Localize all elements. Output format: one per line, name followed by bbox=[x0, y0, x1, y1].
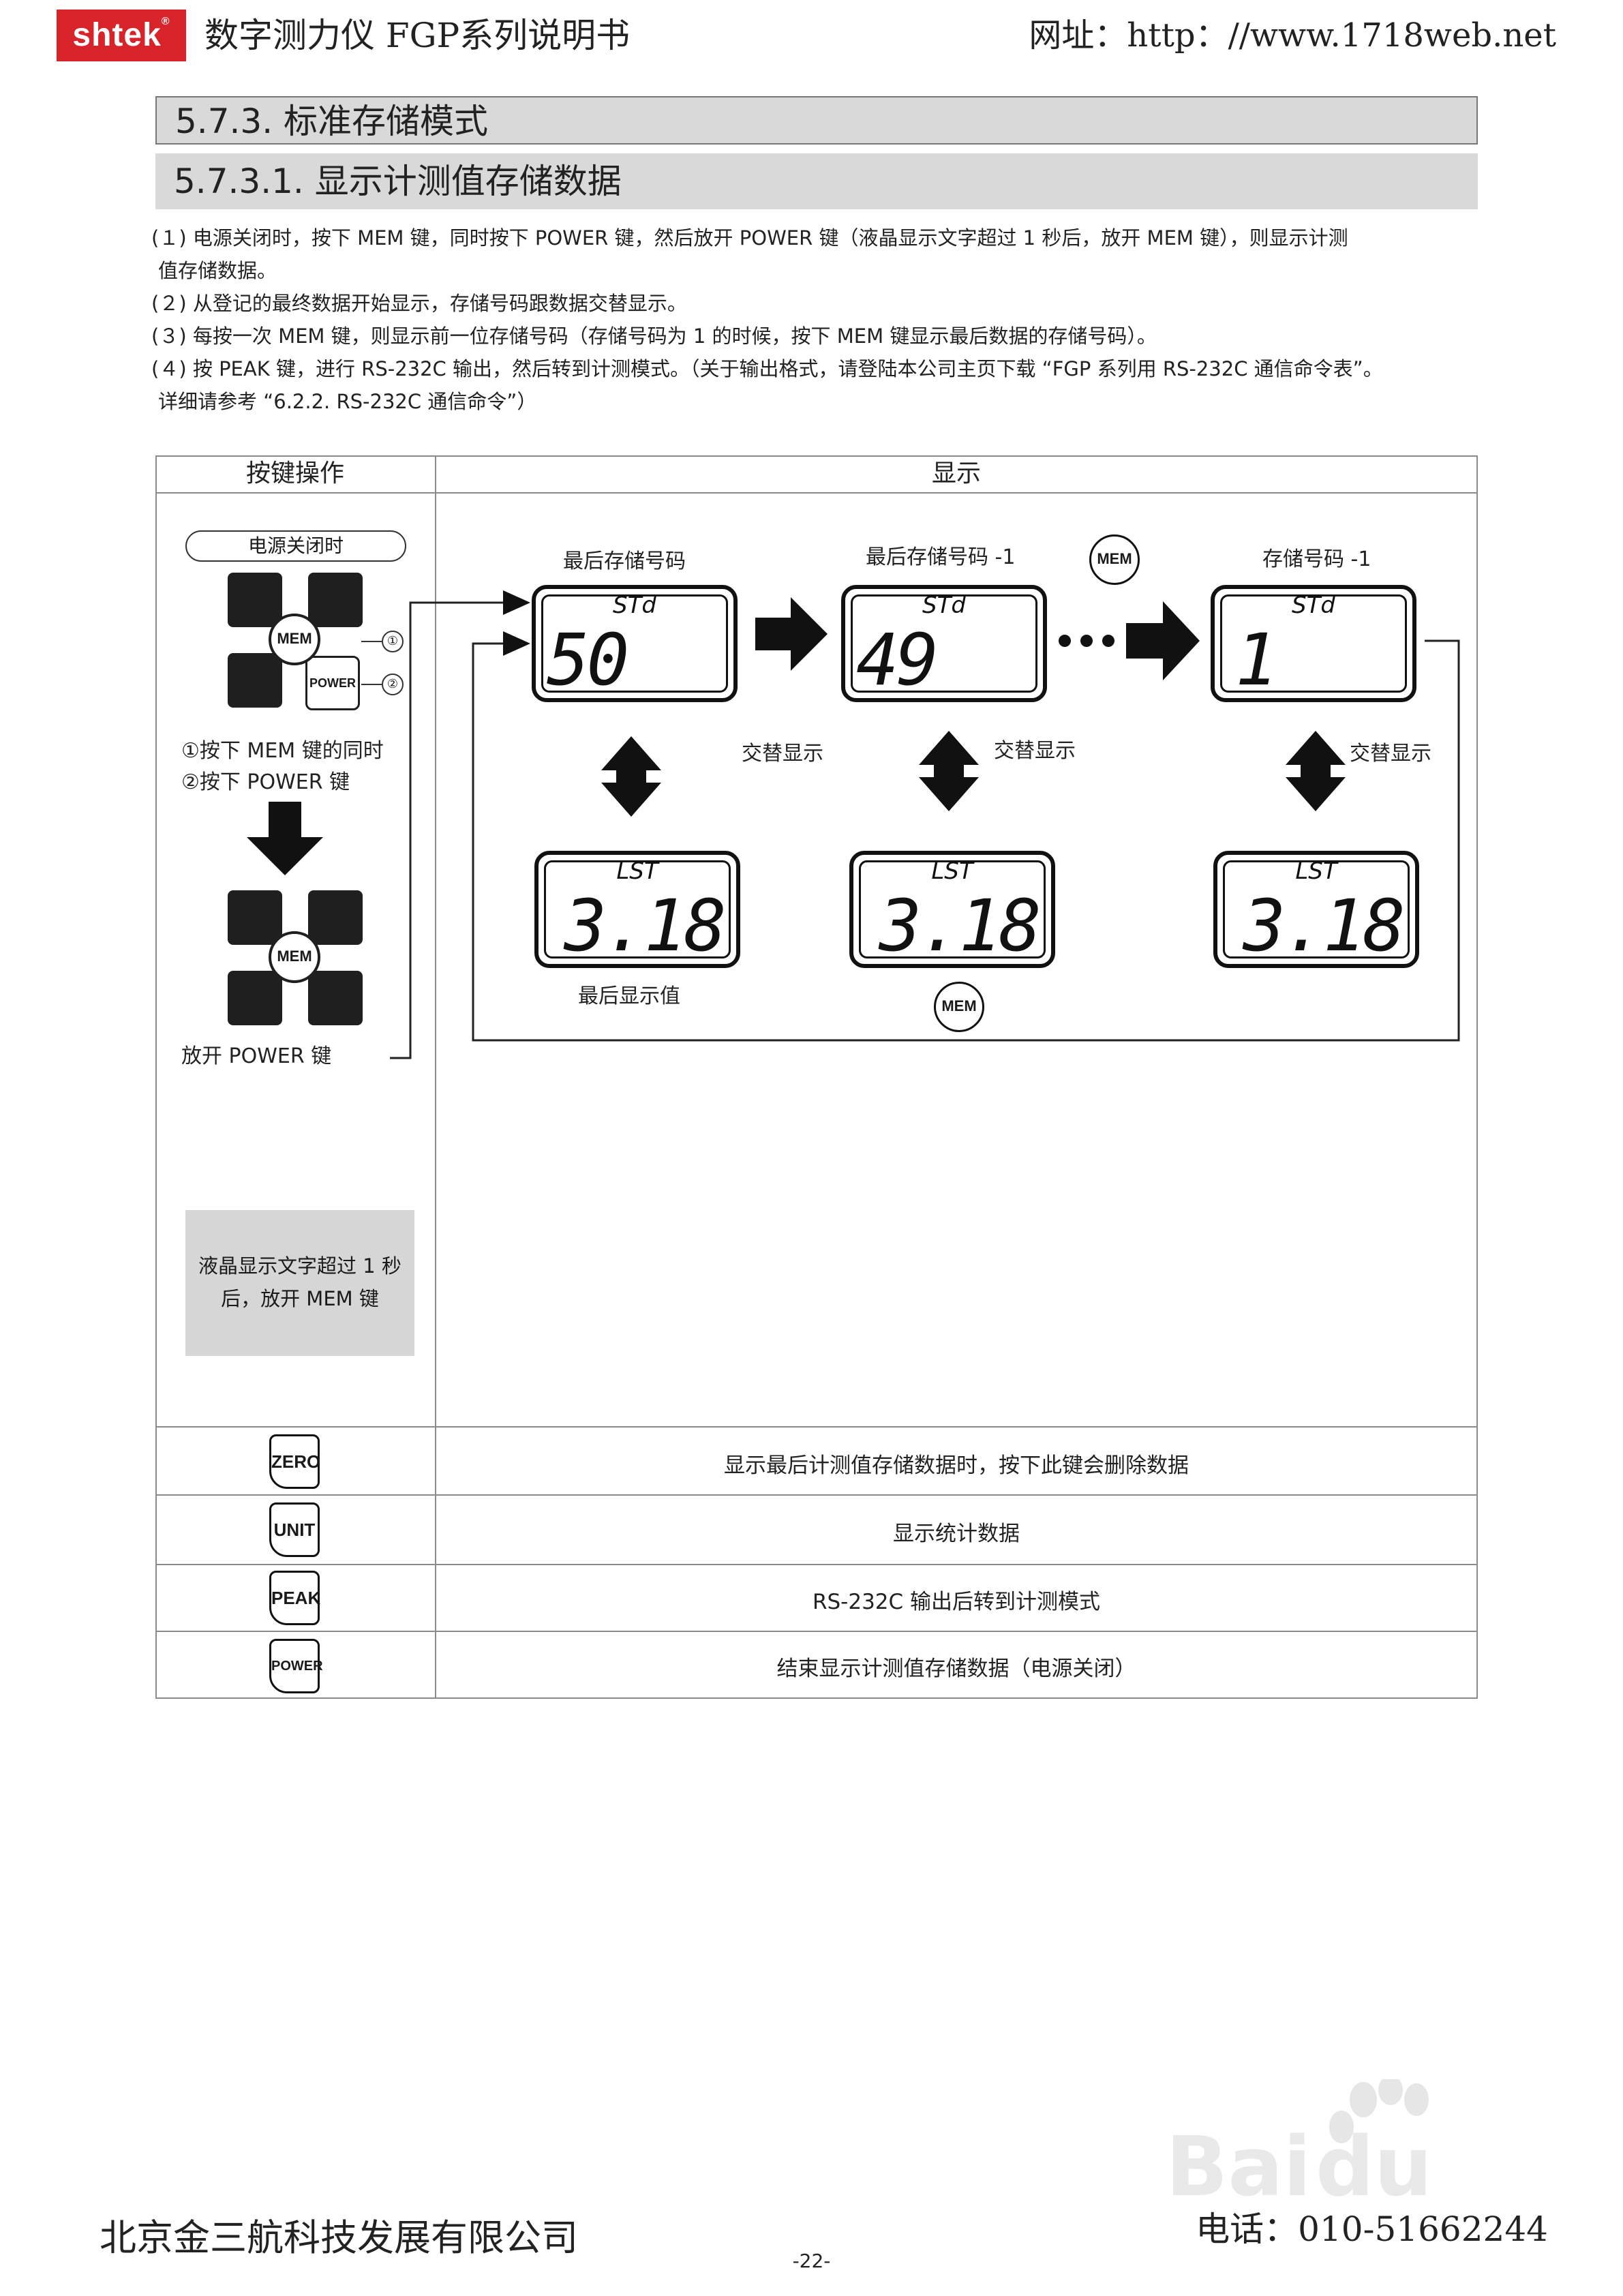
caption-last-storage-number: 最后存储号码 bbox=[563, 544, 686, 574]
hold-mem-note-line1: 液晶显示文字超过 1 秒 bbox=[185, 1250, 414, 1282]
lcd-display-last-value: LST 3.18 bbox=[1213, 851, 1419, 968]
peak-key-icon: PEAK bbox=[269, 1571, 320, 1625]
lcd-label: STd bbox=[845, 592, 1043, 619]
caption-last-storage-number-minus-1: 最后存储号码 -1 bbox=[866, 540, 1015, 570]
table-row-divider bbox=[155, 1564, 1478, 1565]
caption-last-display-value: 最后显示值 bbox=[578, 979, 680, 1009]
lcd-value: 49 bbox=[856, 622, 936, 698]
hold-mem-note: 液晶显示文字超过 1 秒 后，放开 MEM 键 bbox=[185, 1210, 414, 1356]
svg-text:Bai: Bai bbox=[1166, 2120, 1311, 2215]
lcd-value: 3.18 bbox=[564, 888, 724, 964]
unit-key-icon: UNIT bbox=[269, 1502, 320, 1557]
svg-text:du: du bbox=[1316, 2120, 1432, 2215]
peak-key-description: RS-232C 输出后转到计测模式 bbox=[436, 1584, 1476, 1615]
table-row-divider bbox=[155, 1426, 1478, 1428]
caption-alternate-display: 交替显示 bbox=[742, 736, 823, 766]
lcd-display-storage-1: STd 1 bbox=[1211, 585, 1416, 702]
lcd-display-storage-50: STd 50 bbox=[532, 585, 738, 702]
caption-alternate-display: 交替显示 bbox=[1350, 736, 1431, 766]
lcd-label: STd bbox=[536, 592, 733, 619]
lcd-display-last-value: LST 3.18 bbox=[534, 851, 740, 968]
caption-storage-number-minus-1: 存储号码 -1 bbox=[1262, 542, 1371, 572]
zero-key-icon: ZERO bbox=[269, 1434, 320, 1489]
mem-button-icon: MEM bbox=[934, 982, 984, 1032]
lcd-display-last-value: LST 3.18 bbox=[849, 851, 1055, 968]
lcd-label: STd bbox=[1215, 592, 1412, 619]
power-key-description: 结束显示计测值存储数据（电源关闭） bbox=[436, 1651, 1476, 1682]
lcd-label: LST bbox=[1217, 858, 1415, 885]
hold-mem-note-line2: 后，放开 MEM 键 bbox=[185, 1282, 414, 1315]
lcd-value: 1 bbox=[1235, 622, 1275, 698]
lcd-value: 3.18 bbox=[879, 888, 1039, 964]
zero-key-description: 显示最后计测值存储数据时，按下此键会删除数据 bbox=[436, 1448, 1476, 1479]
caption-alternate-display: 交替显示 bbox=[994, 734, 1076, 764]
table-row-divider bbox=[155, 1494, 1478, 1496]
power-key-icon: POWER bbox=[269, 1639, 320, 1693]
page-number: -22- bbox=[0, 2250, 1623, 2272]
lcd-label: LST bbox=[853, 858, 1051, 885]
lcd-label: LST bbox=[539, 858, 736, 885]
phone-number: 电话：010-51662244 bbox=[1196, 2202, 1548, 2251]
unit-key-description: 显示统计数据 bbox=[436, 1516, 1476, 1547]
lcd-value: 3.18 bbox=[1243, 888, 1403, 964]
lcd-value: 50 bbox=[547, 622, 626, 698]
mem-button-icon: MEM bbox=[1089, 534, 1140, 585]
table-row-divider bbox=[155, 1631, 1478, 1632]
lcd-display-storage-49: STd 49 bbox=[841, 585, 1047, 702]
